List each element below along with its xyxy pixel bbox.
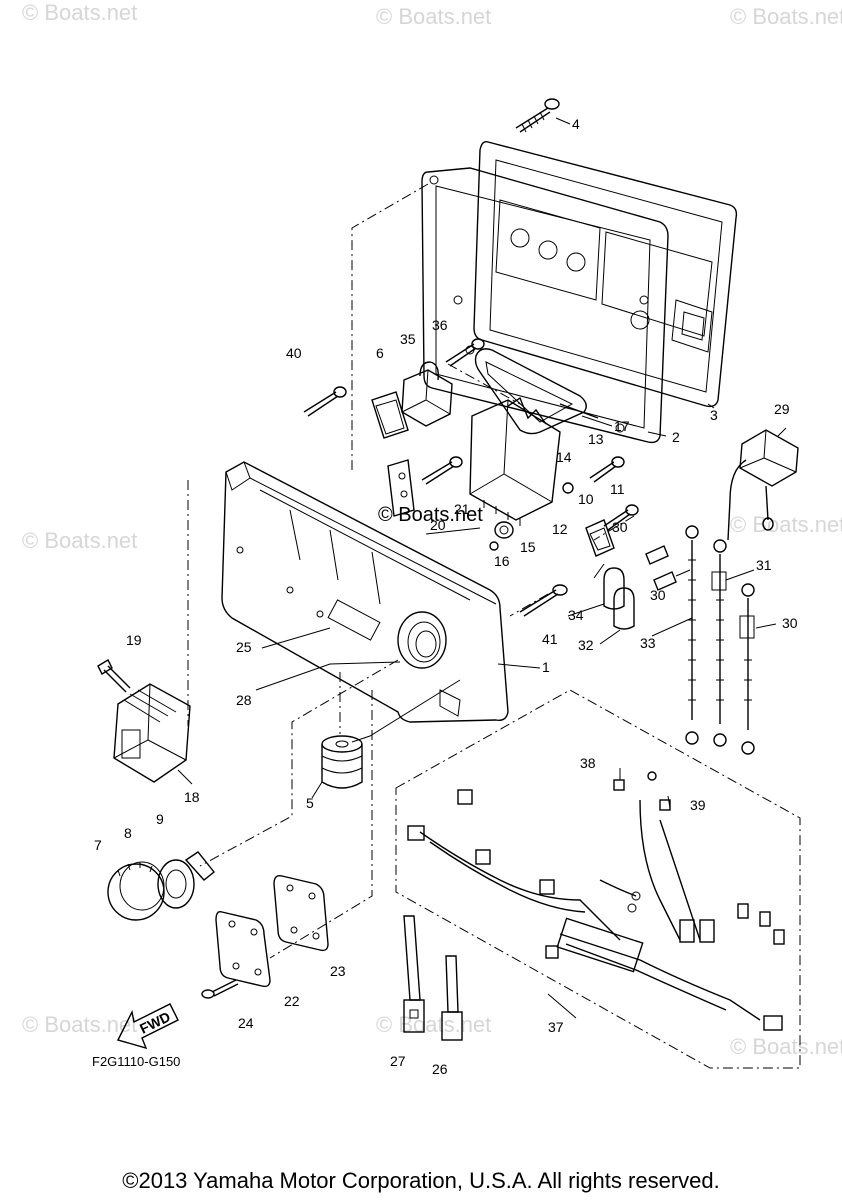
battery-cables: [685, 525, 755, 755]
electrical-box: [221, 461, 509, 723]
bolt-30-lower: [653, 569, 691, 591]
callout-40: 39: [690, 797, 706, 813]
fwd-label: FWD: [137, 1008, 173, 1036]
cap-7: [107, 861, 165, 921]
callout-21: 21: [454, 501, 470, 517]
seal-8: [157, 859, 195, 909]
callout-18: 18: [184, 789, 200, 805]
clip-9: [184, 851, 215, 881]
screw-11: [603, 504, 639, 531]
leader-lines: [177, 117, 787, 1019]
watermark-mid-left: © Boats.net: [22, 528, 138, 553]
callout-30-lower: 30: [650, 587, 666, 603]
strap: [474, 348, 599, 435]
callout-35: 34: [568, 607, 584, 623]
callout-31: 30: [782, 615, 798, 631]
callout-22: 22: [284, 993, 300, 1009]
callout-20: 20: [430, 517, 446, 533]
diagram-code: F2G1110-G150: [92, 1054, 181, 1069]
watermark-bottom-right: © Boats.net: [730, 1034, 842, 1059]
copyright-notice: ©2013 Yamaha Motor Corporation, U.S.A. A…: [122, 1168, 720, 1193]
callout-12: 12: [552, 521, 568, 537]
callout-15: 15: [520, 539, 536, 555]
cable-tie-26: [441, 955, 463, 1041]
callout-16: 16: [494, 553, 510, 569]
callout-37: 36: [432, 317, 448, 333]
callout-42: 41: [542, 631, 558, 647]
callout-33: 32: [578, 637, 594, 653]
washer-16: [489, 541, 499, 551]
harness-group-outline: [395, 689, 801, 1069]
callout-8: 8: [124, 825, 132, 841]
callout-32: 31: [756, 557, 772, 573]
callout-24: 24: [238, 1015, 254, 1031]
callout-28: 28: [236, 692, 252, 708]
watermark-top-right: © Boats.net: [730, 4, 842, 29]
screw-24: [201, 979, 239, 999]
watermark-bottom-left: © Boats.net: [22, 1012, 138, 1037]
screw-37: [445, 338, 485, 367]
callout-5: 5: [306, 795, 314, 811]
ecu-unit: [469, 396, 561, 526]
center-watermark: © Boats.net: [378, 504, 483, 526]
screw-13: [589, 456, 625, 483]
callout-7: 7: [94, 837, 102, 853]
screw-4: [515, 98, 560, 133]
callout-9: 9: [156, 811, 164, 827]
callout-30-upper: 30: [612, 519, 628, 535]
connector-29: [727, 429, 799, 541]
callout-6: 6: [376, 345, 384, 361]
callout-3: 3: [710, 407, 718, 423]
wire-harness: [407, 771, 785, 1031]
fwd-arrow: FWD: [116, 1003, 179, 1050]
screw-41: [303, 386, 347, 417]
callout-17: 17: [614, 418, 630, 434]
callout-41: 40: [286, 345, 302, 361]
bolt-19: [97, 659, 131, 693]
callout-13: 13: [588, 431, 604, 447]
callout-39: 38: [580, 755, 596, 771]
clamp-10: [585, 519, 615, 557]
bracket-20: [387, 459, 415, 517]
callout-2: 2: [672, 429, 680, 445]
callout-27: 27: [390, 1053, 406, 1069]
callout-23: 23: [330, 963, 346, 979]
cap-35: [603, 567, 625, 610]
callout-34: 33: [640, 635, 656, 651]
plate-22: [215, 910, 271, 988]
callout-10: 10: [578, 491, 594, 507]
callout-19: 19: [126, 632, 142, 648]
gasket: [421, 167, 669, 444]
cap-33: [613, 587, 635, 630]
callout-11: 11: [610, 481, 625, 497]
cover-plate: [473, 140, 738, 408]
callout-25: 25: [236, 639, 252, 655]
relay: [401, 361, 453, 427]
cable-tie-27: [403, 915, 425, 1033]
watermark-top-center: © Boats.net: [376, 4, 492, 29]
washer-14: [562, 482, 574, 494]
watermark-bottom-center: © Boats.net: [376, 1012, 492, 1037]
callouts: 4 3 2 17 35 36 6 40 29 13 14 21 11 10 20…: [94, 116, 798, 1077]
grommet-15: [494, 521, 514, 539]
callout-26: 26: [432, 1061, 448, 1077]
callout-4: 4: [572, 116, 580, 132]
bolt-30-upper: [645, 545, 669, 565]
watermark-top-left: © Boats.net: [22, 0, 138, 25]
watermark-mid-right: © Boats.net: [730, 512, 842, 537]
callout-1: 1: [542, 659, 550, 675]
screw-42: [519, 584, 568, 617]
screw-21: [421, 456, 463, 485]
callout-38: 37: [548, 1019, 564, 1035]
plate-23: [273, 874, 329, 952]
callout-36: 35: [400, 331, 416, 347]
rectifier-18: [113, 683, 191, 783]
bracket-6: [371, 391, 409, 439]
callout-29: 29: [774, 401, 790, 417]
rubber-mount-5: [321, 735, 363, 789]
callout-14: 14: [556, 449, 572, 465]
guide-lines: [187, 183, 635, 959]
